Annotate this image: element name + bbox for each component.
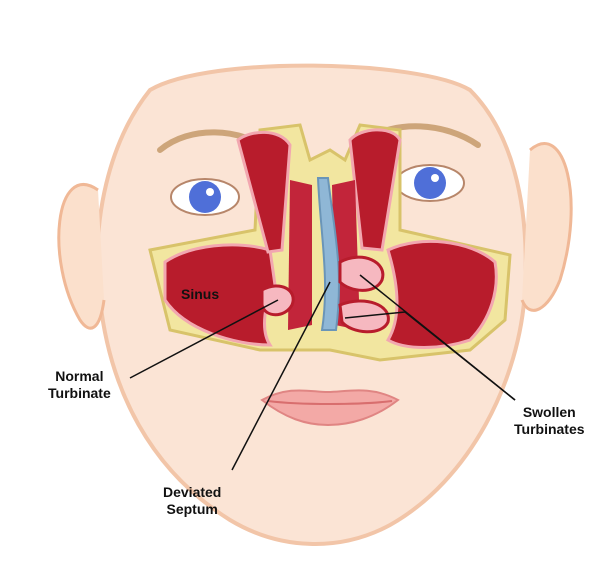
deviated-septum-label: Deviated Septum [163, 484, 221, 518]
sinus-label: Sinus [181, 286, 219, 303]
normal-turbinate-label: Normal Turbinate [48, 368, 111, 402]
swollen-turbinate-upper [340, 257, 383, 290]
right-iris [414, 167, 446, 199]
swollen-turbinates-label: Swollen Turbinates [514, 404, 585, 438]
left-iris [189, 181, 221, 213]
right-ear [522, 144, 571, 311]
left-ear [59, 185, 104, 329]
